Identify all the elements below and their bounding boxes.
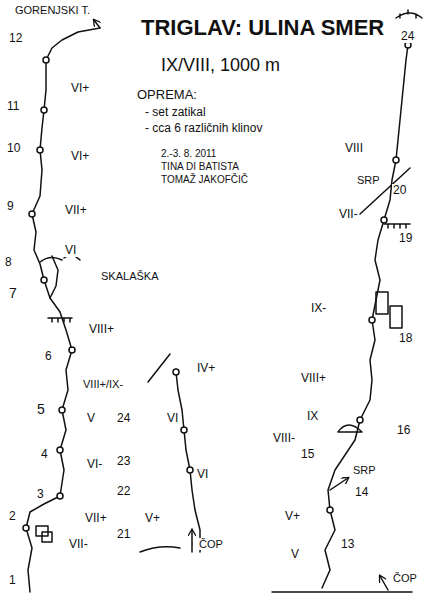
ledge-mark [384, 224, 410, 228]
summit-mark [396, 10, 422, 18]
topo-label: VI [64, 244, 77, 257]
topo-label: VII- [68, 538, 89, 551]
topo-label: 20 [392, 184, 407, 197]
topo-label: V [290, 548, 300, 561]
belay-circle [57, 447, 63, 453]
topo-label: TOMAŽ JAKOFČIČ [160, 174, 249, 185]
belay-circle [43, 57, 49, 63]
topo-label: VI- [86, 458, 103, 471]
right-route-line [322, 45, 408, 588]
belay-circle [29, 211, 35, 217]
topo-label: TINA DI BATISTA [160, 161, 240, 172]
topo-label: VI+ [70, 82, 90, 95]
belay-circle [59, 407, 65, 413]
topo-label: - set zatikal [144, 106, 207, 119]
belay-circle [37, 147, 43, 153]
topo-label: 16 [396, 424, 411, 437]
topo-label: OPREMA: [136, 88, 198, 102]
topo-label: 22 [116, 485, 131, 498]
topo-label: SRP [352, 464, 377, 476]
belay-circle [41, 277, 47, 283]
topo-label: VI [196, 468, 209, 481]
topo-label: 19 [398, 232, 413, 245]
topo-label: VI [166, 412, 179, 425]
topo-label: V [86, 412, 96, 425]
topo-label: 3 [36, 488, 45, 501]
topo-label: 10 [6, 142, 21, 155]
ledge-mark [140, 547, 180, 552]
belay-circle [41, 107, 47, 113]
topo-label: 8 [4, 256, 13, 269]
traverse-arrow [330, 478, 348, 490]
topo-label: 6 [44, 350, 53, 363]
topo-label: VIII+ [300, 372, 327, 385]
left-route-variant [50, 256, 58, 298]
topo-label: 14 [354, 486, 369, 499]
belay-circle [181, 427, 187, 433]
belay-circle [173, 369, 179, 375]
topo-label: 2 [8, 510, 17, 523]
topo-label: 5 [36, 402, 46, 417]
topo-label: 24 [116, 412, 131, 425]
topo-label: - cca 6 različnih klinov [144, 122, 263, 135]
pillar-mark [42, 532, 52, 542]
belay-circle [393, 157, 399, 163]
topo-label: IV+ [196, 362, 216, 375]
belay-circle [357, 417, 363, 423]
topo-label: 21 [116, 528, 131, 541]
topo-label: VIII+ [88, 323, 115, 336]
topo-label: VII+ [84, 512, 108, 525]
belay-circle [187, 467, 193, 473]
topo-label: 1 [8, 574, 17, 587]
topo-title: TRIGLAV: ULINA SMER [140, 16, 385, 40]
topo-label: GORENJSKI T. [14, 4, 91, 16]
start-arrow [191, 530, 193, 552]
middle-route-line [176, 372, 200, 552]
block-mark [376, 292, 388, 314]
topo-label: SKALAŠKA [100, 270, 159, 282]
topo-label: VIII- [272, 432, 296, 445]
topo-label: 7 [8, 286, 18, 301]
topo-label: 23 [116, 455, 131, 468]
topo-label: 15 [300, 448, 315, 461]
exit-arrow [94, 20, 100, 28]
block-mark [390, 306, 402, 328]
topo-label: V+ [284, 510, 301, 523]
topo-label: VII- [338, 208, 359, 221]
topo-label: SRP [356, 174, 381, 186]
ridge-line [148, 354, 170, 382]
ground-line [272, 591, 412, 593]
topo-label: IX- [310, 302, 327, 315]
belay-circle [23, 525, 29, 531]
topo-label: ČOP [198, 538, 224, 550]
ledge-mark [48, 318, 72, 322]
topo-label: 18 [398, 332, 413, 345]
topo-label: VIII+/IX- [82, 378, 124, 390]
topo-label: V+ [144, 512, 161, 525]
topo-label: VII+ [64, 204, 88, 217]
topo-label: 12 [8, 32, 23, 45]
topo-label: VI+ [70, 150, 90, 163]
topo-label: 9 [6, 200, 15, 213]
belay-circle [57, 493, 63, 499]
topo-label: ČOP [392, 572, 418, 584]
topo-label: 4 [40, 448, 49, 461]
belay-circle [369, 317, 375, 323]
belay-circle [381, 217, 387, 223]
left-route-line [26, 28, 100, 592]
roof-mark [338, 425, 362, 432]
topo-label: IX [306, 410, 319, 423]
belay-circle [69, 347, 75, 353]
topo-label: 13 [340, 538, 355, 551]
belay-circle [327, 507, 333, 513]
topo-label: 2.-3. 8. 2011 [160, 148, 217, 159]
topo-label: 24 [400, 30, 415, 43]
topo-label: VIII [344, 142, 364, 155]
topo-label: 11 [6, 100, 20, 113]
topo-label: IX/VIII, 1000 m [160, 56, 281, 76]
start-arrow [380, 576, 388, 590]
